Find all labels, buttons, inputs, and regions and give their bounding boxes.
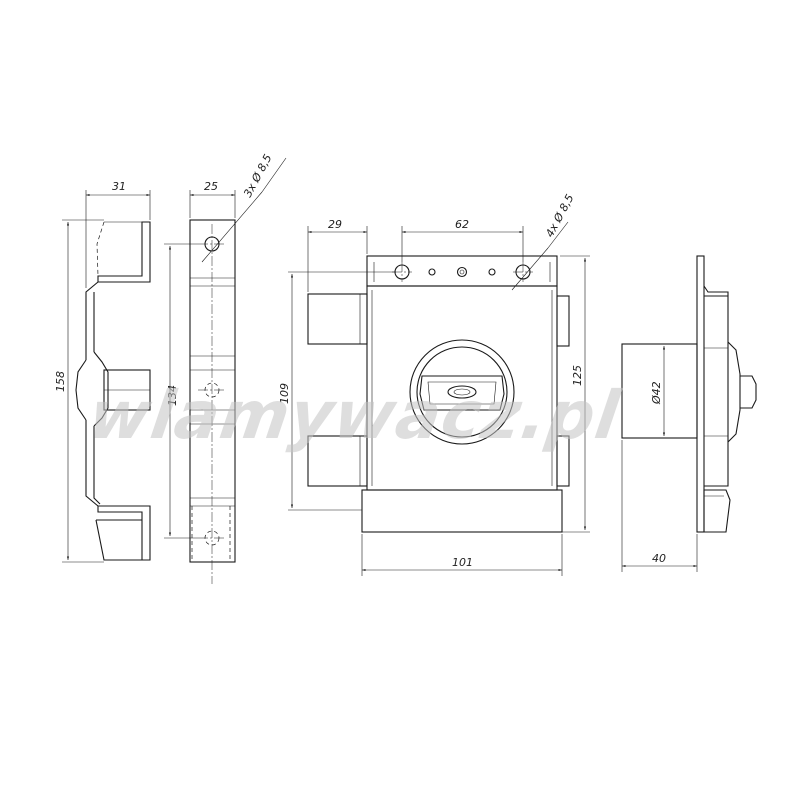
dim-offset-left: 29 [328, 218, 342, 231]
dim-cylinder-depth: 40 [652, 552, 666, 565]
lock-body-front-view [288, 221, 590, 576]
dim-body-height-right: 125 [571, 365, 584, 386]
dim-strip-height: 134 [166, 385, 179, 406]
dim-cylinder-diameter: Ø42 [650, 381, 663, 405]
dim-bracket-height: 158 [54, 371, 67, 392]
dim-strip-width: 25 [204, 180, 218, 193]
dim-body-width: 101 [452, 556, 473, 569]
watermark-text: wlamywacz.pl [84, 376, 625, 454]
strike-strip-front-view [164, 157, 287, 584]
strike-bracket-side-view [62, 190, 151, 563]
lock-side-view [621, 255, 757, 572]
dim-bracket-depth: 31 [112, 180, 126, 193]
dim-strip-hole-callout: 3x Ø 8,5 [241, 152, 274, 199]
dim-body-height-left: 109 [278, 383, 291, 404]
dim-hole-spacing: 62 [455, 218, 469, 231]
